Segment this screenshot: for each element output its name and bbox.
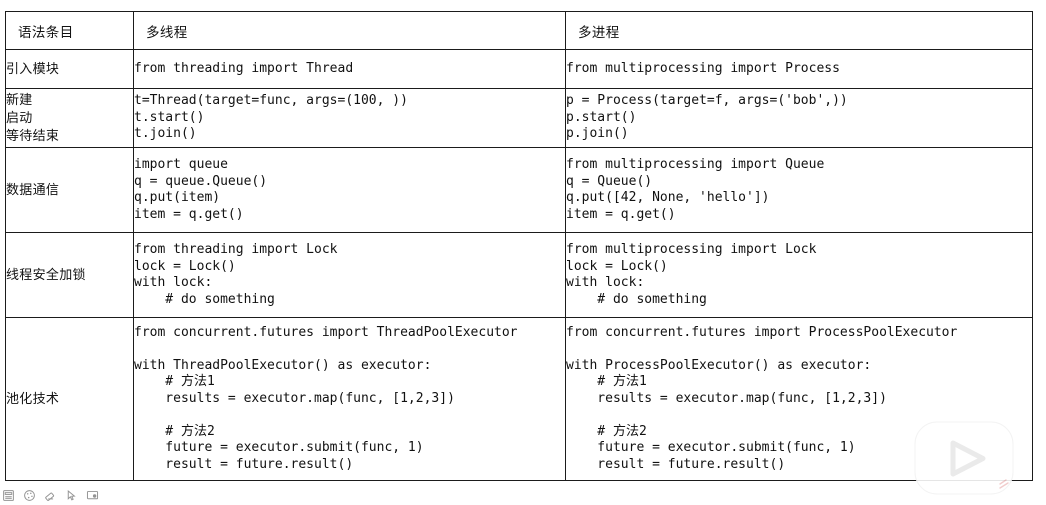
table-header: 语法条目 多线程 多进程 bbox=[5, 11, 1033, 50]
row-label-thread-safe-lock: 线程安全加锁 bbox=[5, 232, 134, 318]
table-row: 数据通信 import queue q = queue.Queue() q.pu… bbox=[5, 147, 1033, 233]
column-header-multiprocessing: 多进程 bbox=[565, 11, 1033, 50]
column-header-multithreading-label: 多线程 bbox=[146, 24, 188, 40]
table-row: 线程安全加锁 from threading import Lock lock =… bbox=[5, 232, 1033, 318]
table-header-row: 语法条目 多线程 多进程 bbox=[5, 11, 1033, 50]
code-cell-process-lock: from multiprocessing import Lock lock = … bbox=[565, 232, 1033, 318]
table-row: 引入模块 from threading import Thread from m… bbox=[5, 49, 1033, 89]
column-header-syntax-item-label: 语法条目 bbox=[18, 24, 74, 40]
table-row: 新建 启动 等待结束 t=Thread(target=func, args=(1… bbox=[5, 88, 1033, 148]
code-cell-thread-queue: import queue q = queue.Queue() q.put(ite… bbox=[133, 147, 566, 233]
code-cell-process-queue: from multiprocessing import Queue q = Qu… bbox=[565, 147, 1033, 233]
code-cell-thread-import: from threading import Thread bbox=[133, 49, 566, 89]
eraser-icon[interactable] bbox=[44, 489, 57, 502]
palette-icon[interactable] bbox=[23, 489, 36, 502]
window-capture-icon[interactable] bbox=[2, 489, 15, 502]
code-cell-thread-create: t=Thread(target=func, args=(100, )) t.st… bbox=[133, 88, 566, 148]
table-row: 池化技术 from concurrent.futures import Thre… bbox=[5, 317, 1033, 481]
screen-record-icon[interactable] bbox=[86, 489, 99, 502]
row-label-import-module: 引入模块 bbox=[5, 49, 134, 89]
column-header-multithreading: 多线程 bbox=[133, 11, 566, 50]
column-header-syntax-item: 语法条目 bbox=[5, 11, 134, 50]
code-cell-process-import: from multiprocessing import Process bbox=[565, 49, 1033, 89]
table-body: 引入模块 from threading import Thread from m… bbox=[5, 49, 1033, 481]
column-header-multiprocessing-label: 多进程 bbox=[578, 24, 620, 40]
code-cell-process-pool: from concurrent.futures import ProcessPo… bbox=[565, 317, 1033, 481]
row-label-data-communication: 数据通信 bbox=[5, 147, 134, 233]
code-cell-thread-pool: from concurrent.futures import ThreadPoo… bbox=[133, 317, 566, 481]
row-label-create-start-join: 新建 启动 等待结束 bbox=[5, 88, 134, 148]
row-label-pooling: 池化技术 bbox=[5, 317, 134, 481]
cursor-select-icon[interactable] bbox=[65, 489, 78, 502]
code-cell-thread-lock: from threading import Lock lock = Lock()… bbox=[133, 232, 566, 318]
thread-vs-process-comparison-table: 语法条目 多线程 多进程 引入模块 from threading import … bbox=[5, 11, 1033, 481]
annotation-toolbar[interactable] bbox=[2, 489, 99, 502]
code-cell-process-create: p = Process(target=f, args=('bob',)) p.s… bbox=[565, 88, 1033, 148]
